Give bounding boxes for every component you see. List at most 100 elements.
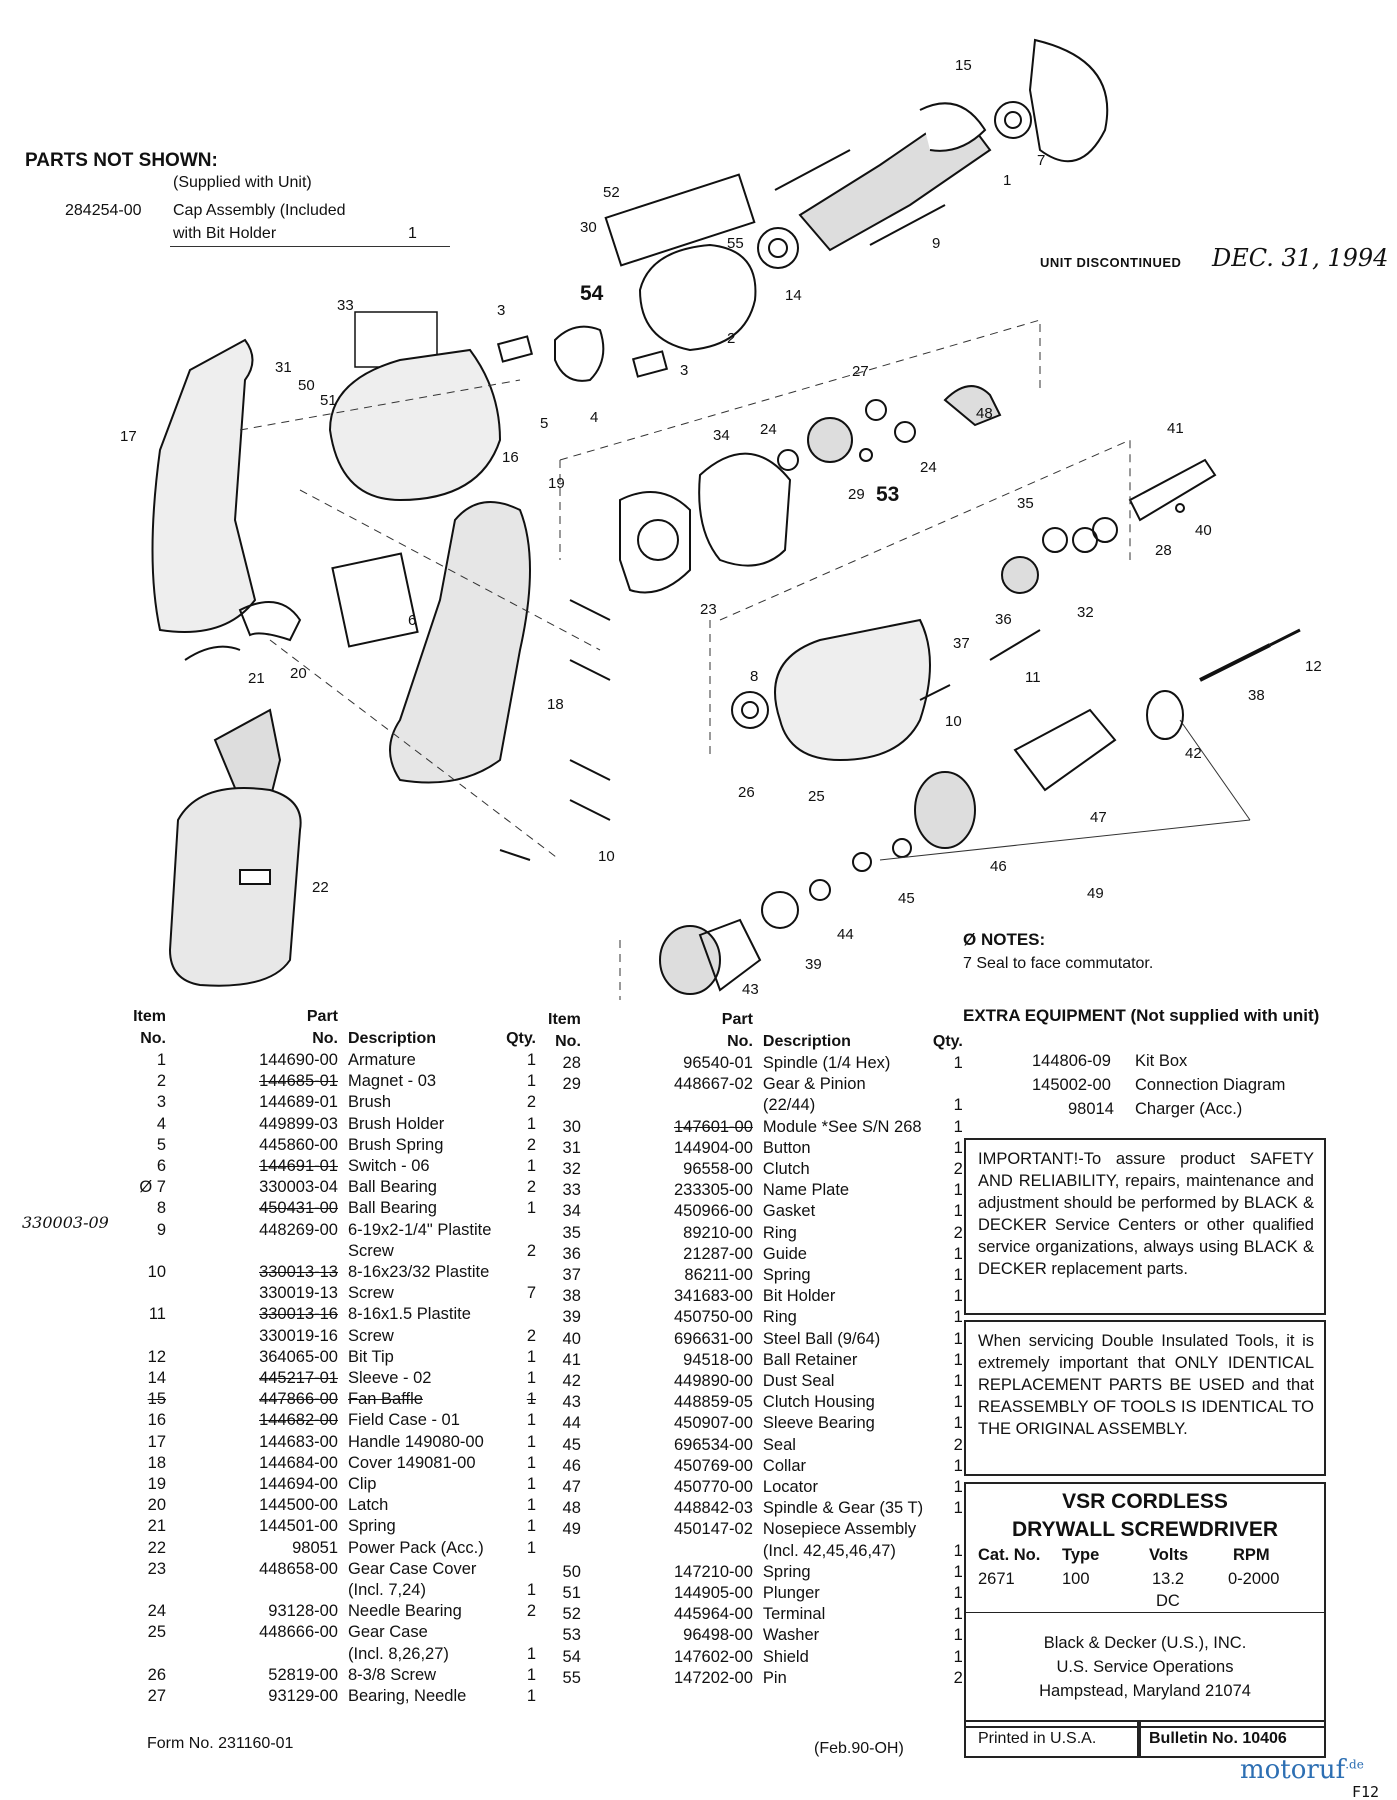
part-number: 330019-16 [259, 1326, 338, 1345]
part-description: 8-3/8 Screw [348, 1665, 437, 1684]
part-quantity: 1 [526, 1411, 536, 1430]
part-number: 93128-00 [268, 1602, 338, 1621]
part-quantity: 1 [953, 1350, 963, 1369]
part-number: 330003-04 [259, 1178, 338, 1197]
item-number [548, 1541, 595, 1562]
part-number [180, 1580, 348, 1601]
callout: 54 [580, 282, 604, 305]
bearing-7-shape [994, 101, 1032, 139]
table-row: (Incl. 42,45,46,47)1 [548, 1541, 963, 1562]
part-number: 96558-00 [683, 1160, 753, 1179]
volts-value: 13.2 [1152, 1570, 1185, 1588]
part-quantity: 1 [526, 1051, 536, 1069]
part-quantity: 1 [526, 1496, 536, 1515]
part-number: 96498-00 [683, 1626, 753, 1645]
part-description: Needle Bearing [348, 1602, 462, 1621]
part-description: Ring [762, 1223, 797, 1242]
item-number: 33 [562, 1181, 581, 1200]
callout: 20 [290, 665, 307, 682]
part-description: Magnet - 03 [348, 1072, 437, 1091]
part-number: 144689-01 [259, 1093, 338, 1112]
item-number: 53 [562, 1626, 581, 1645]
header-qty: Qty. [506, 1030, 536, 1047]
part-quantity: 2 [953, 1435, 963, 1454]
gasket-shape [698, 452, 792, 567]
part-quantity: 7 [526, 1284, 536, 1303]
callout: 27 [852, 363, 869, 380]
callout: 11 [1025, 669, 1041, 686]
callout: 46 [990, 858, 1007, 875]
part-quantity: 2 [953, 1668, 963, 1687]
parts-not-shown-title: PARTS NOT SHOWN: [25, 150, 218, 171]
part-quantity: 1 [526, 1157, 536, 1176]
gear-case-shape [774, 618, 931, 762]
part-description: Bearing, Needle [348, 1687, 467, 1706]
callout: 14 [785, 287, 802, 304]
model-divider [966, 1612, 1324, 1613]
part-description: Spindle & Gear (35 T) [762, 1499, 924, 1518]
item-number: 30 [562, 1117, 581, 1136]
part-quantity: 1 [526, 1432, 536, 1451]
type-value: 100 [1062, 1570, 1090, 1588]
part-description: Brush Holder [348, 1114, 445, 1133]
brush-holder-shape [554, 325, 605, 382]
field-case-shape [328, 348, 502, 502]
item-number: 52 [562, 1605, 581, 1624]
part-quantity: 1 [526, 1644, 536, 1663]
callout: 42 [1185, 745, 1202, 762]
callout: 17 [120, 428, 137, 445]
part-description: Brush Spring [348, 1135, 444, 1154]
item-number: 21 [147, 1517, 166, 1536]
table-row: (Incl. 7,24)1 [130, 1580, 536, 1601]
item-number: 10 [147, 1263, 166, 1282]
company-name: Black & Decker (U.S.), INC. [1043, 1634, 1247, 1652]
part-description: Brush [348, 1093, 392, 1112]
part-number: 144684-00 [259, 1453, 338, 1472]
parts-not-shown-desc-2: with Bit Holder [173, 225, 277, 242]
part-number: 144683-00 [259, 1432, 338, 1451]
part-quantity: 2 [526, 1602, 536, 1621]
extra-equipment-title: EXTRA EQUIPMENT (Not supplied with unit) [963, 1006, 1320, 1025]
extra-item-part: 144806-09 [1032, 1052, 1111, 1070]
part-number: 93129-00 [268, 1687, 338, 1706]
item-number: 36 [562, 1244, 581, 1263]
part-description: Handle 149080-00 [348, 1432, 484, 1451]
callout: 29 [848, 486, 865, 503]
callout: 52 [603, 184, 620, 201]
part-quantity: 1 [953, 1287, 963, 1306]
part-quantity: 1 [526, 1517, 536, 1536]
item-number: 16 [147, 1411, 166, 1430]
part-quantity: 2 [526, 1326, 536, 1345]
part-description: Latch [348, 1496, 389, 1515]
callout: 34 [713, 427, 730, 444]
cat-value: 2671 [978, 1570, 1015, 1588]
part-number: 330013-16 [259, 1305, 338, 1324]
item-number [130, 1241, 180, 1262]
item-number: 1 [156, 1051, 166, 1069]
callout: 3 [680, 362, 688, 379]
item-number: 40 [562, 1329, 581, 1348]
extra-item-desc: Charger (Acc.) [1135, 1100, 1243, 1118]
bulletin-box: Bulletin No. 10406 [1139, 1720, 1326, 1758]
part-number: 89210-00 [683, 1223, 753, 1242]
part-description: Washer [762, 1626, 820, 1645]
part-number: 448859-05 [673, 1393, 753, 1412]
part-quantity: 1 [953, 1138, 963, 1157]
part-description: Cover 149081-00 [348, 1453, 476, 1472]
